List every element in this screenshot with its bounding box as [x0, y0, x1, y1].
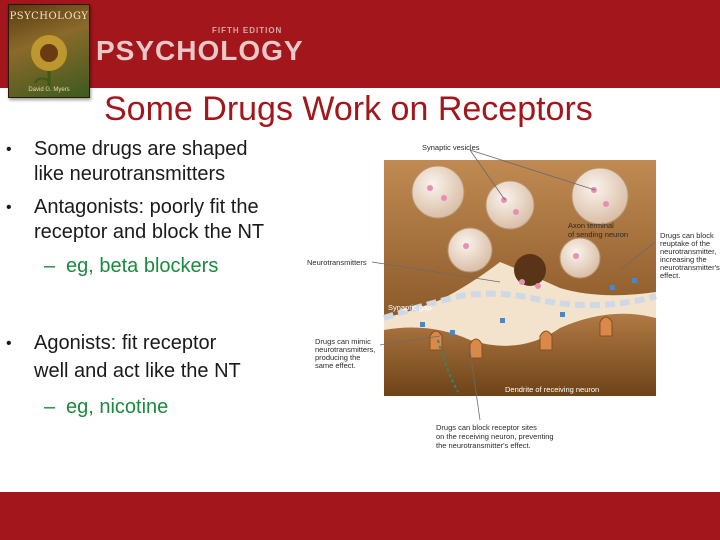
label-reuptake-3: neurotransmitter,	[660, 247, 716, 256]
label-block-receptor-1: Drugs can block receptor sites	[436, 423, 537, 432]
label-reuptake-4: increasing the	[660, 255, 707, 264]
bullet-dot: •	[6, 141, 12, 158]
label-dendrite: Dendrite of receiving neuron	[505, 385, 599, 394]
label-mimic-3: producing the	[315, 353, 360, 362]
book-cover-author: David G. Myers	[28, 87, 70, 93]
synaptic-gap-membrane	[383, 290, 657, 321]
neurotransmitter-molecules	[427, 185, 609, 289]
label-reuptake-5: neurotransmitter's	[660, 263, 720, 272]
label-block-receptor-2: on the receiving neuron, preventing	[436, 432, 554, 441]
bullet-dot: •	[6, 335, 12, 352]
brand-wordmark: PSYCHOLOGY	[96, 35, 304, 66]
label-synaptic-gap: Synaptic gap	[388, 303, 431, 312]
label-neurotransmitters: Neurotransmitters	[307, 258, 367, 267]
synapse-diagram: Synaptic vesicles Axon terminal of sendi…	[307, 143, 720, 450]
synaptic-vesicles	[411, 165, 629, 286]
bullet-3-line-2: well and act like the NT	[34, 360, 241, 382]
flower-icon	[31, 35, 67, 91]
slide-title: Some Drugs Work on Receptors	[104, 90, 593, 128]
book-cover-image: PSYCHOLOGY David G. Myers	[8, 4, 90, 98]
bullet-dot: •	[6, 199, 12, 216]
receptors	[429, 316, 613, 359]
label-reuptake-1: Drugs can block	[660, 231, 714, 240]
footer-band	[0, 492, 720, 540]
label-reuptake-2: reuptake of the	[660, 239, 710, 248]
label-axon-terminal-1: Axon terminal	[568, 221, 614, 230]
label-block-receptor-3: the neurotransmitter's effect.	[436, 441, 531, 450]
bullet-2-line-1: Antagonists: poorly fit the	[34, 196, 259, 218]
label-synaptic-vesicles: Synaptic vesicles	[422, 143, 480, 152]
header-band	[0, 0, 720, 88]
label-mimic-1: Drugs can mimic	[315, 337, 371, 346]
label-mimic-2: neurotransmitters,	[315, 345, 375, 354]
bullet-1-line-2: like neurotransmitters	[34, 163, 226, 185]
bullet-2-sub: eg, beta blockers	[66, 255, 219, 277]
edition-label: FIFTH EDITION	[212, 26, 283, 35]
label-mimic-4: same effect.	[315, 361, 356, 370]
label-axon-terminal-2: of sending neuron	[568, 230, 628, 239]
bullet-2-sub-dash: –	[44, 255, 56, 277]
bullet-1-line-1: Some drugs are shaped	[34, 138, 248, 160]
bullet-2-line-2: receptor and block the NT	[34, 221, 265, 243]
bullet-3-sub: eg, nicotine	[66, 396, 169, 418]
book-cover-title: PSYCHOLOGY	[9, 11, 89, 22]
bullet-3-line-1: Agonists: fit receptor	[34, 332, 217, 354]
label-reuptake-6: effect.	[660, 271, 680, 280]
callout-lines	[371, 149, 656, 421]
bullet-3-sub-dash: –	[44, 396, 56, 418]
drug-molecules	[420, 278, 637, 335]
